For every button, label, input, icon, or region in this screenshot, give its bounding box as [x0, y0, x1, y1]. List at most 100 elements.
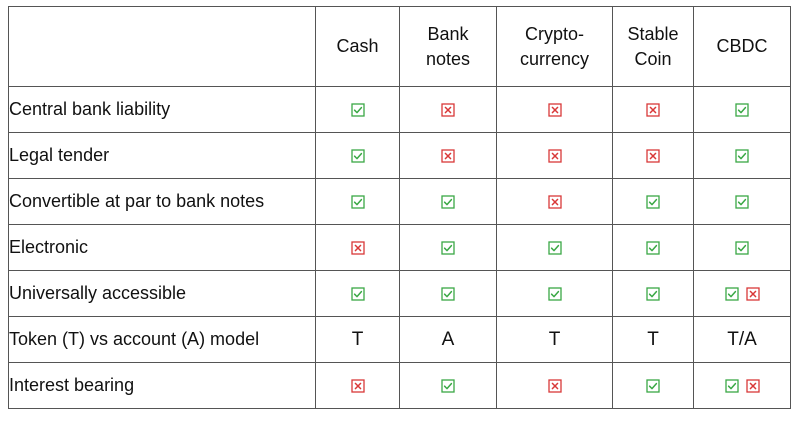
table-row: Convertible at par to bank notes: [8, 178, 791, 225]
col-header-line: notes: [425, 48, 471, 69]
cell-crypto: [496, 362, 613, 409]
cell-banknotes: [399, 224, 497, 271]
row-label: Universally accessible: [8, 270, 316, 317]
check-icon: [441, 379, 455, 393]
check-icon: [735, 103, 749, 117]
check-icon: [735, 149, 749, 163]
cell-cash: [315, 224, 400, 271]
cell-banknotes: [399, 132, 497, 179]
cross-icon: [745, 379, 760, 393]
model-value: T: [548, 328, 561, 350]
check-icon: [646, 287, 660, 301]
cross-icon: [350, 241, 365, 255]
col-header-line: Cash: [336, 36, 379, 56]
table-row: Legal tender: [8, 132, 791, 179]
row-label: Convertible at par to bank notes: [8, 178, 316, 225]
cell-cash: [315, 132, 400, 179]
cell-cash: [315, 362, 400, 409]
check-icon: [646, 195, 660, 209]
cell-stablecoin: [612, 132, 694, 179]
col-header-line: Bank: [427, 23, 469, 44]
cell-cash: T: [315, 316, 400, 363]
col-header-cbdc: CBDC: [693, 6, 791, 87]
cell-stablecoin: T: [612, 316, 694, 363]
cell-crypto: [496, 86, 613, 133]
check-icon: [441, 287, 455, 301]
check-icon: [350, 287, 365, 301]
cell-stablecoin: [612, 178, 694, 225]
corner-cell: [8, 6, 316, 87]
cell-banknotes: [399, 270, 497, 317]
cell-stablecoin: [612, 224, 694, 271]
col-header-stablecoin: Stable Coin: [612, 6, 694, 87]
cell-stablecoin: [612, 362, 694, 409]
cross-icon: [547, 103, 562, 117]
cell-cbdc: T/A: [693, 316, 791, 363]
col-header-banknotes: Bank notes: [399, 6, 497, 87]
col-header-line: CBDC: [716, 36, 768, 56]
check-icon: [350, 149, 365, 163]
cross-icon: [547, 149, 562, 163]
cell-crypto: T: [496, 316, 613, 363]
comparison-table: Cash Bank notes Crypto- currency Stable …: [8, 6, 791, 409]
cross-icon: [547, 379, 562, 393]
table-row: Interest bearing: [8, 362, 791, 409]
check-icon: [646, 379, 660, 393]
col-header-cash: Cash: [315, 6, 400, 87]
table-row: Electronic: [8, 224, 791, 271]
row-label: Legal tender: [8, 132, 316, 179]
check-icon: [547, 241, 562, 255]
cell-stablecoin: [612, 86, 694, 133]
check-icon: [350, 103, 365, 117]
model-value: T: [647, 328, 659, 350]
header-row: Cash Bank notes Crypto- currency Stable …: [8, 6, 791, 87]
check-icon: [441, 241, 455, 255]
cross-icon: [745, 287, 760, 301]
cell-cbdc: [693, 224, 791, 271]
cell-cash: [315, 178, 400, 225]
model-value: T/A: [727, 328, 757, 350]
col-header-line: Coin: [634, 48, 672, 69]
cross-icon: [646, 103, 660, 117]
row-label: Central bank liability: [8, 86, 316, 133]
cell-cbdc: [693, 178, 791, 225]
check-icon: [441, 195, 455, 209]
row-label: Token (T) vs account (A) model: [8, 316, 316, 363]
table-row: Universally accessible: [8, 270, 791, 317]
check-icon: [735, 195, 749, 209]
cell-cbdc: [693, 270, 791, 317]
col-header-line: Stable: [627, 23, 679, 44]
check-icon: [724, 287, 739, 301]
check-icon: [350, 195, 365, 209]
check-icon: [646, 241, 660, 255]
cell-crypto: [496, 178, 613, 225]
cell-crypto: [496, 224, 613, 271]
cell-cbdc: [693, 132, 791, 179]
col-header-line: currency: [519, 48, 590, 69]
cell-stablecoin: [612, 270, 694, 317]
check-icon: [724, 379, 739, 393]
cell-crypto: [496, 270, 613, 317]
check-icon: [547, 287, 562, 301]
model-value: T: [351, 328, 364, 350]
cell-cash: [315, 86, 400, 133]
cell-banknotes: A: [399, 316, 497, 363]
slide-frame: Cash Bank notes Crypto- currency Stable …: [8, 6, 791, 409]
cell-crypto: [496, 132, 613, 179]
cross-icon: [646, 149, 660, 163]
cross-icon: [350, 379, 365, 393]
cross-icon: [547, 195, 562, 209]
model-value: A: [441, 328, 455, 350]
cell-cbdc: [693, 362, 791, 409]
row-label: Electronic: [8, 224, 316, 271]
table-row: Token (T) vs account (A) model T A T T T/A: [8, 316, 791, 363]
table-row: Central bank liability: [8, 86, 791, 133]
row-label: Interest bearing: [8, 362, 316, 409]
cell-cbdc: [693, 86, 791, 133]
cell-banknotes: [399, 86, 497, 133]
col-header-line: Crypto-: [524, 23, 584, 44]
check-icon: [735, 241, 749, 255]
cross-icon: [441, 149, 455, 163]
cell-cash: [315, 270, 400, 317]
